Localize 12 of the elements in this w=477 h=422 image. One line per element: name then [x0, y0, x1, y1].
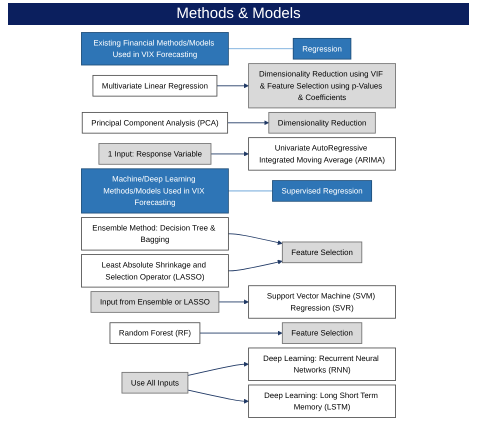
arrow: [228, 233, 283, 245]
arrow: [188, 362, 249, 376]
arrow: [199, 330, 283, 336]
arrow: [218, 300, 249, 304]
arrow: [216, 83, 249, 88]
connector: [228, 190, 273, 192]
title: Methods & Models: [8, 3, 469, 25]
arrow: [228, 260, 283, 272]
arrow: [227, 120, 270, 126]
arrow: [210, 151, 249, 156]
connector: [228, 48, 294, 50]
arrow: [188, 390, 249, 404]
